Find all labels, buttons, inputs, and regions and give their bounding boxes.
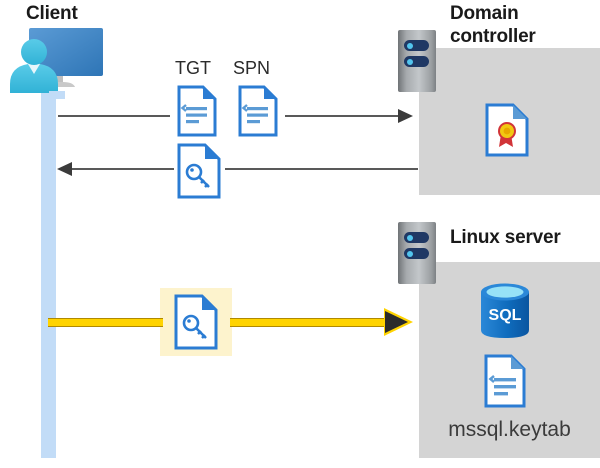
request-arrow-segment xyxy=(58,115,170,117)
spn-document-icon xyxy=(238,85,278,137)
service-ticket-arrow-segment xyxy=(230,318,387,327)
tgt-document-icon xyxy=(177,85,217,137)
keytab-document-icon xyxy=(484,354,526,408)
request-arrow-segment xyxy=(285,115,402,117)
service-ticket-document-key-icon xyxy=(174,294,218,350)
domain-controller-server-icon xyxy=(398,30,436,92)
service-ticket-arrow-segment xyxy=(48,318,163,327)
sql-database-icon: SQL xyxy=(478,282,532,340)
spn-label: SPN xyxy=(233,58,271,78)
linux-server-icon xyxy=(398,222,436,284)
document-key-icon xyxy=(177,143,221,199)
tgt-label: TGT xyxy=(175,58,211,78)
linux-server-title: Linux server xyxy=(450,227,561,248)
server-led-bar xyxy=(404,232,429,243)
service-ticket-arrow-head xyxy=(385,311,408,333)
client-lifeline xyxy=(41,92,56,458)
domain-controller-title-line1: Domain xyxy=(450,3,519,24)
user-at-computer-icon xyxy=(8,27,108,99)
keytab-filename-label: mssql.keytab xyxy=(448,418,571,441)
client-title: Client xyxy=(26,3,78,24)
response-arrow-head xyxy=(57,162,72,176)
sql-database-label: SQL xyxy=(489,307,522,324)
server-led-bar xyxy=(404,40,429,51)
response-arrow-segment xyxy=(225,168,418,170)
domain-controller-title-line2: controller xyxy=(450,26,536,47)
server-led-bar xyxy=(404,248,429,259)
certificate-icon xyxy=(485,103,529,157)
request-arrow-head xyxy=(398,109,413,123)
domain-controller-title: Domain controller xyxy=(450,2,600,48)
server-led-bar xyxy=(404,56,429,67)
response-arrow-segment xyxy=(72,168,174,170)
